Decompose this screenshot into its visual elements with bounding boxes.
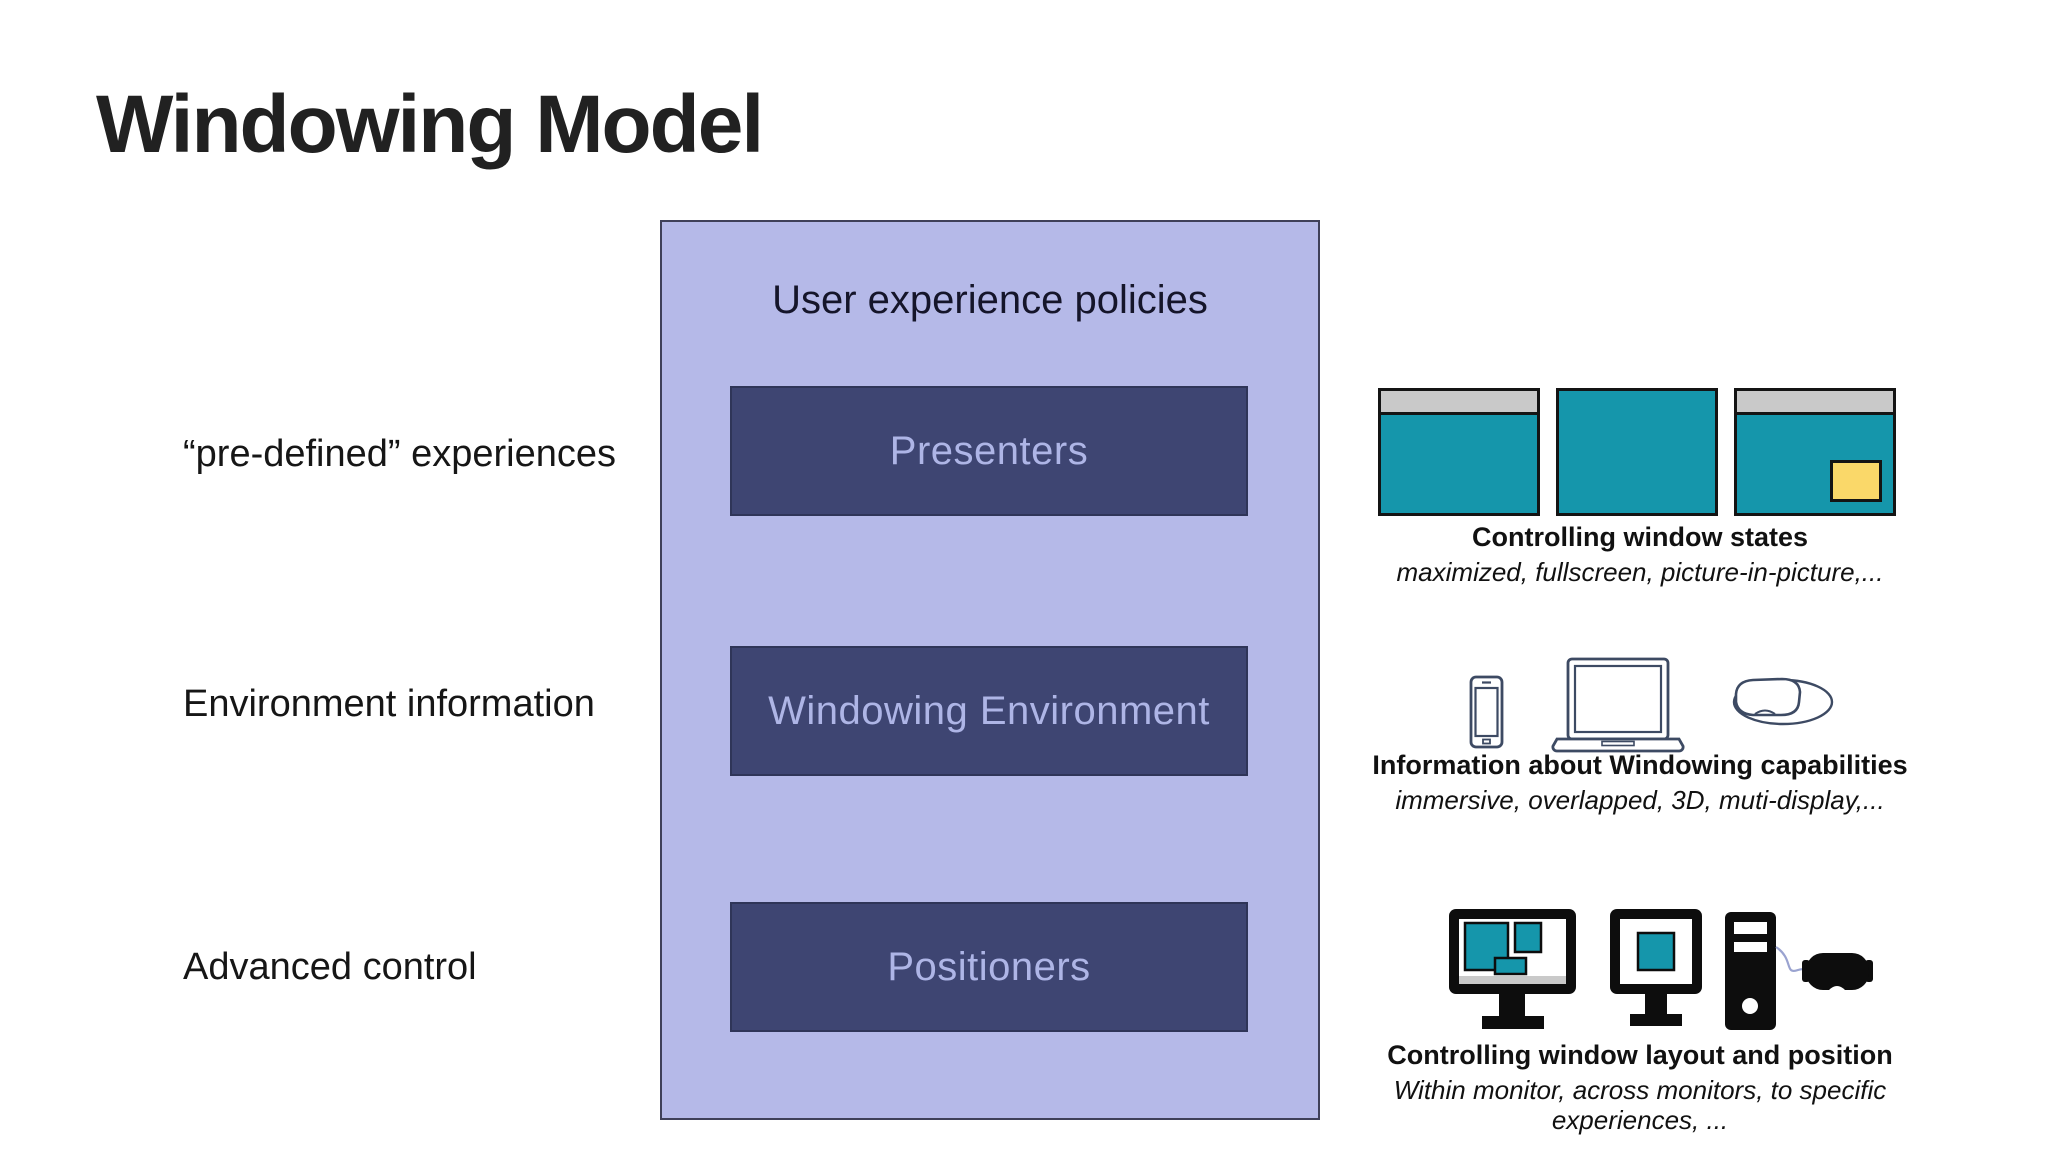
caption-window-states: Controlling window states maximized, ful…: [1360, 522, 1920, 588]
fullscreen-window-icon: [1556, 388, 1718, 516]
caption-windowing-capabilities-heading: Information about Windowing capabilities: [1372, 750, 1908, 780]
layer-positioners: Positioners: [730, 902, 1248, 1032]
laptop-icon: [1551, 657, 1685, 753]
windowing-capabilities-icons: [1469, 657, 1834, 753]
window-layout-icons: [1449, 909, 1873, 1030]
hololens-icon: [1732, 677, 1834, 726]
caption-window-layout-subtitle: Within monitor, across monitors, to spec…: [1393, 1075, 1887, 1135]
caption-windowing-capabilities-subtitle: immersive, overlapped, 3D, muti-display,…: [1395, 785, 1885, 815]
layer-presenters: Presenters: [730, 386, 1248, 516]
label-environment-information: Environment information: [183, 683, 595, 725]
window-titlebar: [1381, 391, 1537, 415]
slide-title: Windowing Model: [96, 79, 764, 170]
caption-windowing-capabilities: Information about Windowing capabilities…: [1360, 750, 1920, 816]
window-titlebar: [1737, 391, 1893, 415]
label-advanced-control: Advanced control: [183, 946, 477, 988]
layer-positioners-label: Positioners: [887, 944, 1091, 989]
smartphone-icon: [1469, 675, 1504, 749]
caption-window-states-heading: Controlling window states: [1472, 522, 1808, 552]
vr-headset-icon: [1802, 953, 1873, 990]
panel-header: User experience policies: [772, 278, 1208, 322]
caption-window-states-subtitle: maximized, fullscreen, picture-in-pictur…: [1396, 557, 1884, 587]
caption-window-layout: Controlling window layout and position W…: [1360, 1040, 1920, 1136]
caption-window-layout-heading: Controlling window layout and position: [1387, 1040, 1893, 1070]
user-experience-policies-panel: User experience policies Presenters Wind…: [660, 220, 1320, 1120]
maximized-window-icon: [1378, 388, 1540, 516]
layer-presenters-label: Presenters: [889, 428, 1089, 473]
layer-windowing-environment-label: Windowing Environment: [768, 688, 1210, 733]
picture-in-picture-window-icon: [1734, 388, 1896, 516]
pip-overlay-icon: [1830, 460, 1882, 502]
monitor-multi-window-icon: [1449, 909, 1576, 1029]
layer-windowing-environment: Windowing Environment: [730, 646, 1248, 776]
label-predefined-experiences: “pre-defined” experiences: [183, 433, 617, 475]
headset-nose-notch: [1829, 986, 1845, 990]
desktop-pc-tower-icon: [1610, 909, 1809, 1030]
